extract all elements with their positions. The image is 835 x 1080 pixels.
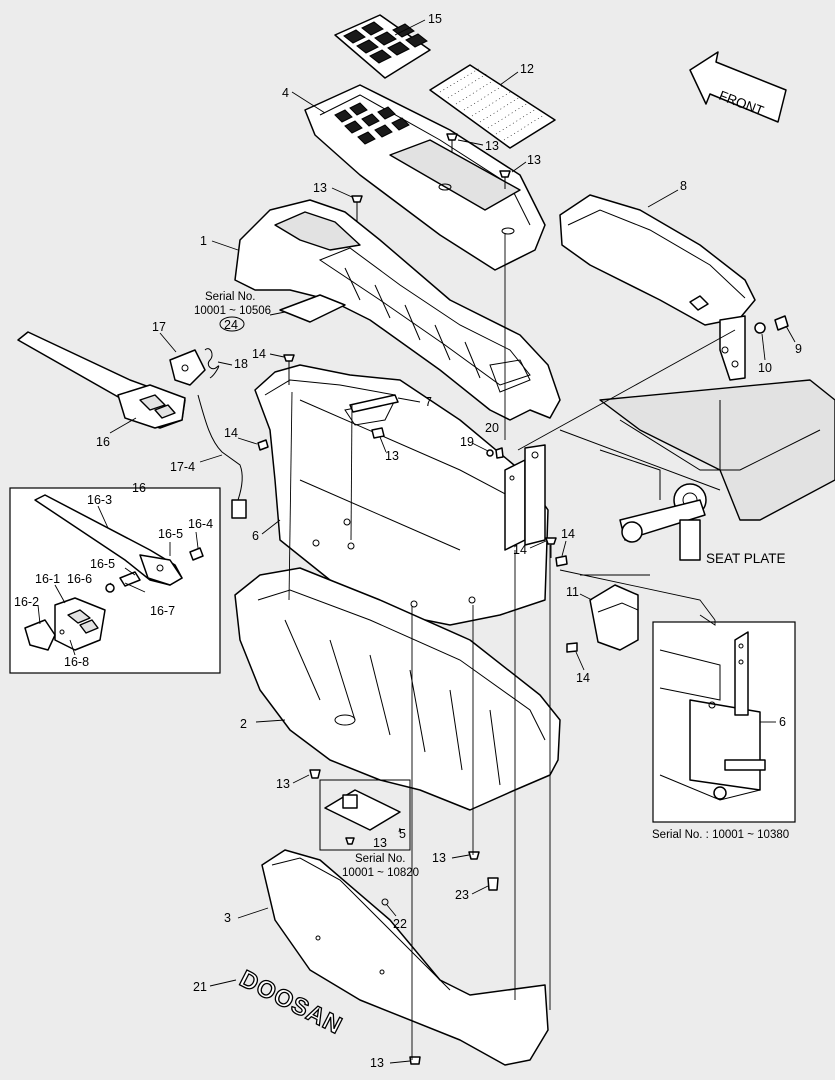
part-4-upper-panel xyxy=(304,84,546,271)
part-17-4-cable xyxy=(197,394,247,519)
screw-13-c xyxy=(351,195,363,230)
callout-13h: 13 xyxy=(370,1056,384,1070)
bolt-9 xyxy=(774,315,789,331)
part-16-handle xyxy=(17,331,186,429)
callout-13g: 13 xyxy=(432,851,446,865)
callout-5: 5 xyxy=(399,827,406,841)
part-12-mesh-mat xyxy=(429,64,556,149)
callout-23: 23 xyxy=(455,888,469,902)
part-18-spring xyxy=(204,348,220,379)
serial-note-2-label: Serial No. xyxy=(355,853,406,865)
inset-16-exploded xyxy=(9,487,221,674)
screw-14-c xyxy=(545,537,557,558)
part-1-console-cover xyxy=(234,199,561,421)
part-6-bracket xyxy=(254,364,549,626)
callout-16-7: 16-7 xyxy=(150,604,175,618)
seat-plate-frame xyxy=(559,379,835,561)
callout-13c: 13 xyxy=(313,181,327,195)
screw-13-g xyxy=(468,851,480,860)
callout-7: 7 xyxy=(425,395,432,409)
screw-13-e xyxy=(309,769,321,779)
callout-16-6: 16-6 xyxy=(67,572,92,586)
seat-plate-label: SEAT PLATE xyxy=(706,551,786,566)
callout-16-5: 16-5 xyxy=(158,527,183,541)
part-24-gasket xyxy=(269,294,346,323)
part-19 xyxy=(486,449,494,457)
part-3-side-panel xyxy=(261,849,549,1066)
serial-box-2 xyxy=(319,779,411,851)
screw-14-b xyxy=(257,439,269,451)
callout-13b: 13 xyxy=(527,153,541,167)
callout-22: 22 xyxy=(393,917,407,931)
screw-13-b xyxy=(499,170,511,189)
part-8-armrest xyxy=(559,194,756,381)
part-17-latch xyxy=(169,349,206,386)
callout-15: 15 xyxy=(428,12,442,26)
callout-13d: 13 xyxy=(385,449,399,463)
callout-13f: 13 xyxy=(373,836,387,850)
callout-18: 18 xyxy=(234,357,248,371)
screw-14-d xyxy=(555,555,568,567)
serial-note-1-range: 10001 ~ 10506 xyxy=(194,305,271,317)
callout-20: 20 xyxy=(485,421,499,435)
callout-8: 8 xyxy=(680,179,687,193)
screw-13-f xyxy=(345,837,355,845)
callout-16-1: 16-1 xyxy=(35,572,60,586)
serial-note-3: Serial No. : 10001 ~ 10380 xyxy=(652,829,789,841)
callout-14e: 14 xyxy=(576,671,590,685)
callout-12: 12 xyxy=(520,62,534,76)
callout-6b: 6 xyxy=(779,715,786,729)
screw-13-h xyxy=(409,1056,421,1065)
serial-note-1: Serial No. 10001 ~ 10506 24 xyxy=(194,291,271,332)
part-20 xyxy=(495,447,504,459)
callout-16-box: 16 xyxy=(132,481,146,495)
callout-13a: 13 xyxy=(485,139,499,153)
callout-14b: 14 xyxy=(224,426,238,440)
callout-14c: 14 xyxy=(513,543,527,557)
callout-14a: 14 xyxy=(252,347,266,361)
callout-6a: 6 xyxy=(252,529,259,543)
callout-17: 17 xyxy=(152,320,166,334)
screw-14-e xyxy=(566,642,578,653)
serial-note-2-range: 10001 ~ 10820 xyxy=(342,867,419,879)
screw-14-a xyxy=(283,354,295,385)
callout-16-2: 16-2 xyxy=(14,595,39,609)
callout-14d: 14 xyxy=(561,527,575,541)
callout-1: 1 xyxy=(200,234,207,248)
assembly-lines xyxy=(288,233,736,1060)
callout-2: 2 xyxy=(240,717,247,731)
callout-24: 24 xyxy=(224,318,238,332)
callout-3: 3 xyxy=(224,911,231,925)
callout-13e: 13 xyxy=(276,777,290,791)
callout-17-4: 17-4 xyxy=(170,460,195,474)
callout-19: 19 xyxy=(460,435,474,449)
front-arrow: FRONT xyxy=(689,51,787,123)
callout-11: 11 xyxy=(566,585,579,599)
screw-13-d xyxy=(371,427,385,439)
callout-21: 21 xyxy=(193,980,207,994)
callout-16-4: 16-4 xyxy=(188,517,213,531)
callout-16-8: 16-8 xyxy=(64,655,89,669)
callout-16-5b: 16-5 xyxy=(90,557,115,571)
screw-13-a xyxy=(446,133,458,152)
part-2-lower-tray xyxy=(234,567,561,811)
callout-9: 9 xyxy=(795,342,802,356)
callout-16-3: 16-3 xyxy=(87,493,112,507)
part-11-cushion xyxy=(589,584,639,651)
serial-note-1-label: Serial No. xyxy=(205,291,256,303)
callout-10: 10 xyxy=(758,361,772,375)
callout-4: 4 xyxy=(282,86,289,100)
callout-16: 16 xyxy=(96,435,110,449)
washer-10 xyxy=(754,322,766,334)
part-23-bolt xyxy=(487,877,499,891)
